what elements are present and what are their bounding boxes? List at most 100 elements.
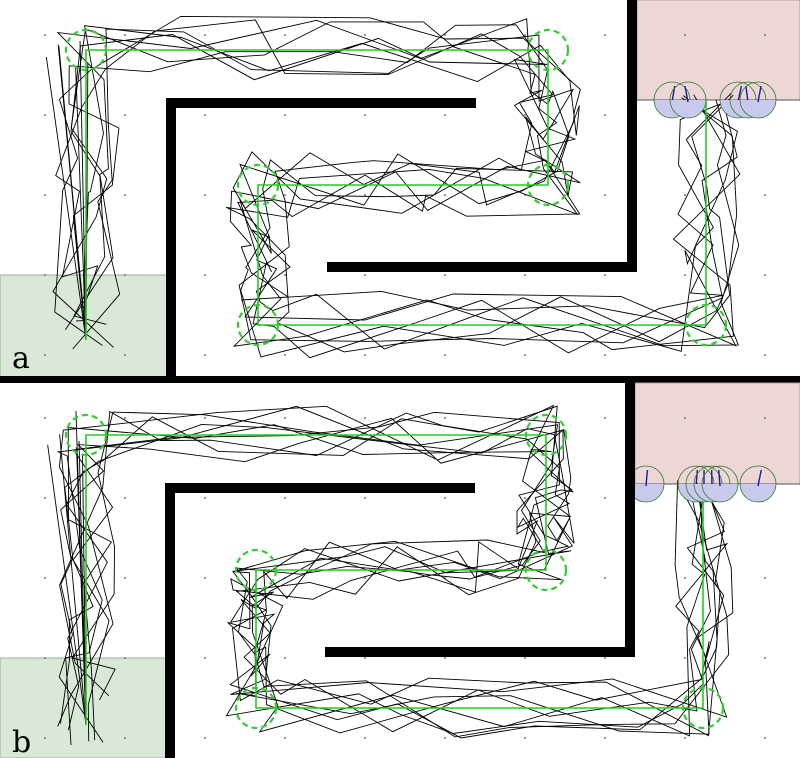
- reference-path: [85, 434, 704, 725]
- grid-dot: [684, 417, 686, 419]
- grid-dot: [444, 657, 446, 659]
- trajectory-line: [83, 25, 738, 344]
- grid-dot: [124, 114, 126, 116]
- grid-dot: [604, 577, 606, 579]
- grid-dot: [284, 274, 286, 276]
- grid-dot: [44, 737, 46, 739]
- wall-segment: [627, 0, 637, 272]
- trajectory-line: [79, 41, 87, 341]
- goal-region: [634, 382, 800, 485]
- grid-dot: [604, 274, 606, 276]
- grid-dots: [44, 417, 766, 739]
- reference-path-line: [85, 49, 707, 340]
- grid-dot: [604, 417, 606, 419]
- grid-dot: [44, 354, 46, 356]
- grid-dot: [524, 497, 526, 499]
- wall-segment: [165, 483, 475, 493]
- goal-circle: [669, 81, 707, 119]
- trajectory-line: [59, 434, 87, 726]
- grid-dot: [44, 114, 46, 116]
- panel-label-a: a: [12, 341, 30, 376]
- grid-dot: [684, 657, 686, 659]
- grid-dot: [444, 497, 446, 499]
- grid-dot: [44, 577, 46, 579]
- grid-dot: [364, 34, 366, 36]
- grid-dot: [204, 577, 206, 579]
- trajectory-line: [67, 424, 718, 741]
- waypoint-circle: [64, 28, 108, 72]
- grid-dot: [44, 417, 46, 419]
- grid-dot: [364, 354, 366, 356]
- grid-dot: [124, 417, 126, 419]
- grid-dot: [284, 497, 286, 499]
- grid-dot: [684, 577, 686, 579]
- waypoint-circle: [236, 303, 280, 347]
- grid-dot: [444, 274, 446, 276]
- grid-dot: [44, 34, 46, 36]
- goal-markers: [653, 81, 777, 119]
- waypoint-circle: [684, 303, 728, 347]
- reference-path: [85, 49, 707, 340]
- grid-dot: [604, 194, 606, 196]
- grid-dot: [764, 194, 766, 196]
- grid-dot: [364, 657, 366, 659]
- trajectory-line: [78, 441, 87, 726]
- goal-arrow: [684, 85, 689, 103]
- grid-dot: [364, 497, 366, 499]
- grid-dot: [284, 194, 286, 196]
- grid-dot: [204, 114, 206, 116]
- grid-dot: [44, 497, 46, 499]
- grid-dot: [204, 497, 206, 499]
- goal-half-circle: [740, 484, 776, 502]
- grid-dot: [524, 354, 526, 356]
- grid-dot: [524, 737, 526, 739]
- trajectory-line: [60, 417, 710, 742]
- wall-segment: [327, 262, 637, 272]
- grid-dot: [204, 737, 206, 739]
- grid-dot: [364, 194, 366, 196]
- grid-dot: [124, 737, 126, 739]
- grid-dot: [524, 34, 526, 36]
- wall-segment: [165, 483, 175, 758]
- grid-dot: [444, 34, 446, 36]
- maze-walls: [166, 0, 637, 380]
- goal-circle: [701, 465, 739, 503]
- grid-dot: [284, 34, 286, 36]
- trajectory-line: [60, 411, 706, 737]
- waypoint-circle: [64, 413, 108, 457]
- grid-dot: [764, 274, 766, 276]
- grid-dot: [524, 274, 526, 276]
- goal-arrow: [695, 469, 699, 487]
- robot-trajectories: [47, 404, 734, 746]
- grid-dot: [684, 34, 686, 36]
- grid-dot: [284, 114, 286, 116]
- goal-half-circle: [670, 100, 706, 118]
- grid-dot: [444, 417, 446, 419]
- grid-dot: [124, 657, 126, 659]
- grid-dot: [764, 354, 766, 356]
- goal-arrow: [757, 469, 762, 487]
- robot-trajectories: [45, 15, 741, 359]
- goal-region: [636, 0, 800, 101]
- trajectory-line: [65, 405, 734, 731]
- grid-dot: [124, 274, 126, 276]
- waypoint-circles: [64, 413, 725, 730]
- goal-half-circle: [628, 484, 664, 502]
- trajectory-line: [58, 46, 87, 341]
- grid-dot: [204, 34, 206, 36]
- grid-dot: [764, 577, 766, 579]
- wall-segment: [325, 647, 635, 657]
- grid-dot: [604, 737, 606, 739]
- waypoint-circle: [526, 163, 570, 207]
- goal-arrow: [718, 469, 721, 487]
- waypoint-circle: [524, 548, 568, 592]
- grid-dot: [764, 417, 766, 419]
- goal-markers: [627, 465, 777, 503]
- reference-path-line: [85, 434, 704, 725]
- trajectory-line: [65, 34, 732, 359]
- grid-dot: [604, 354, 606, 356]
- goal-circle: [739, 465, 777, 503]
- trajectory-line: [54, 15, 741, 351]
- grid-dot: [44, 194, 46, 196]
- goal-half-circle: [740, 100, 776, 118]
